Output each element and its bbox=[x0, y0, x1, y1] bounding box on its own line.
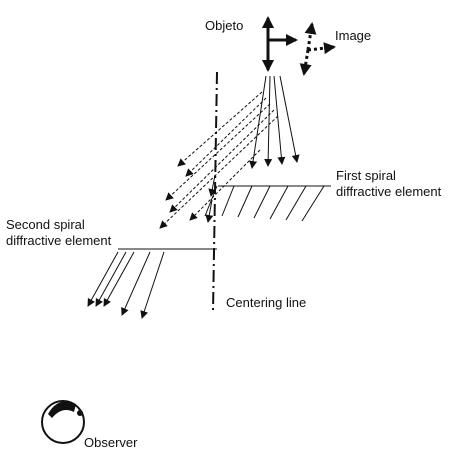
first-element-rays bbox=[205, 174, 217, 223]
observer-label: Observer bbox=[84, 435, 138, 450]
output-rays bbox=[87, 251, 165, 319]
first-spiral-element bbox=[204, 185, 331, 222]
first-element-label-line2: diffractive element bbox=[336, 184, 442, 199]
image-arrows-icon bbox=[299, 22, 336, 76]
object-arrows-icon bbox=[262, 16, 298, 72]
image-label: Image bbox=[335, 28, 371, 43]
observer-icon bbox=[41, 400, 85, 444]
first-element-label-line1: First spiral bbox=[336, 168, 396, 183]
solid-rays-object bbox=[249, 75, 300, 169]
dashed-rays bbox=[159, 91, 279, 229]
object-label: Objeto bbox=[205, 18, 243, 33]
second-element-label-line1: Second spiral bbox=[6, 217, 85, 232]
second-element-label-line2: diffractive element bbox=[6, 233, 112, 248]
centering-line-label: Centering line bbox=[226, 295, 306, 310]
